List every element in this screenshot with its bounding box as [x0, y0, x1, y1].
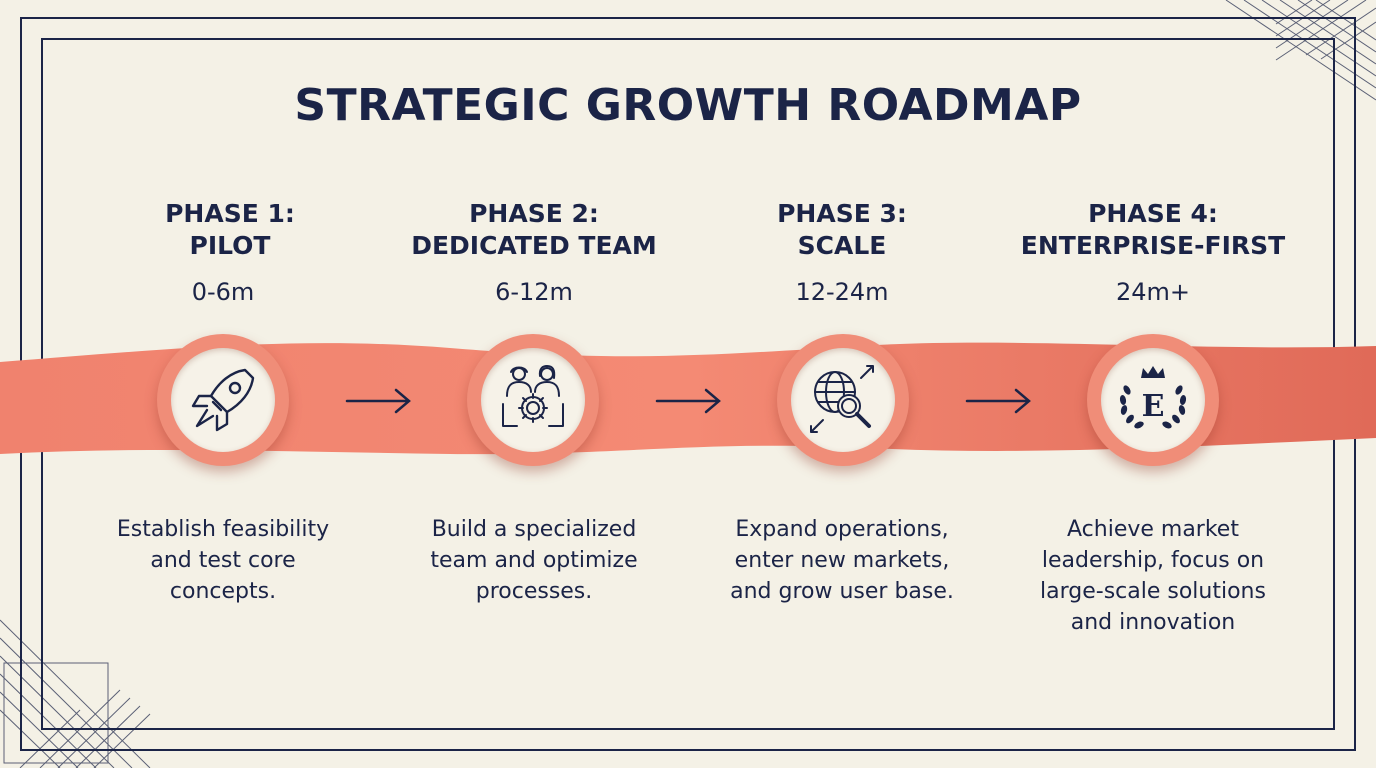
phase-2-node: [467, 334, 599, 466]
phase-4-node: E: [1087, 334, 1219, 466]
phase-1-title-line1: PHASE 1:: [165, 199, 295, 228]
globe-search-icon: [810, 365, 874, 433]
phase-2-description: Build a specialized team and optimize pr…: [394, 514, 674, 607]
phase-1-period: 0-6m: [191, 278, 255, 306]
phase-2-desc-line: processes.: [475, 579, 593, 604]
phase-4-title-line1: PHASE 4:: [1088, 199, 1218, 228]
phase-4-desc-line: leadership, focus on: [1041, 548, 1265, 573]
phase-1-title-line2: PILOT: [189, 231, 271, 260]
phase-3-desc-line: and grow user base.: [730, 579, 954, 604]
phase-4-desc-line: and innovation: [1070, 610, 1236, 635]
phase-3-title-line1: PHASE 3:: [777, 199, 907, 228]
phase-1-desc-line: Establish feasibility: [116, 517, 330, 542]
phase-4-desc-line: large-scale solutions: [1040, 579, 1266, 604]
phase-3-period: 12-24m: [795, 278, 889, 306]
rocket-icon: [191, 368, 255, 432]
phase-3-desc-line: Expand operations,: [735, 517, 949, 542]
phase-1-node: [157, 334, 289, 466]
phase-3-title: PHASE 3: SCALE: [682, 198, 1002, 262]
phase-1-desc-line: concepts.: [169, 579, 277, 604]
phase-3-description: Expand operations, enter new markets, an…: [702, 514, 982, 607]
phase-4-desc-line: Achieve market: [1067, 517, 1239, 542]
phase-3-title-line2: SCALE: [797, 231, 887, 260]
corner-lines-top-right: [1225, 0, 1376, 101]
phase-1-title: PHASE 1: PILOT: [70, 198, 390, 262]
phase-3-node: [777, 334, 909, 466]
phase-2-desc-line: Build a specialized: [431, 517, 637, 542]
phase-2-title: PHASE 2: DEDICATED TEAM: [374, 198, 694, 262]
emblem-letter: E: [1142, 389, 1165, 424]
arrow-right-icon: [345, 388, 411, 414]
arrow-right-icon: [655, 388, 721, 414]
phase-4-title: PHASE 4: ENTERPRISE-FIRST: [993, 198, 1313, 262]
crown-laurel-emblem-icon: E: [1119, 366, 1187, 429]
phase-1-description: Establish feasibility and test core conc…: [83, 514, 363, 607]
phase-3-desc-line: enter new markets,: [734, 548, 950, 573]
phase-4-title-line2: ENTERPRISE-FIRST: [1020, 231, 1286, 260]
phase-1-desc-line: and test core: [150, 548, 296, 573]
phase-4-period: 24m+: [1115, 278, 1191, 306]
team-gear-icon: [502, 365, 564, 427]
phase-2-title-line2: DEDICATED TEAM: [411, 231, 657, 260]
phase-2-title-line1: PHASE 2:: [469, 199, 599, 228]
phase-4-description: Achieve market leadership, focus on larg…: [1013, 514, 1293, 638]
phase-2-period: 6-12m: [495, 278, 573, 306]
arrow-right-icon: [965, 388, 1031, 414]
phase-2-desc-line: team and optimize: [430, 548, 638, 573]
page-title: STRATEGIC GROWTH ROADMAP: [294, 80, 1082, 131]
corner-lines-bottom-left: [0, 619, 151, 768]
